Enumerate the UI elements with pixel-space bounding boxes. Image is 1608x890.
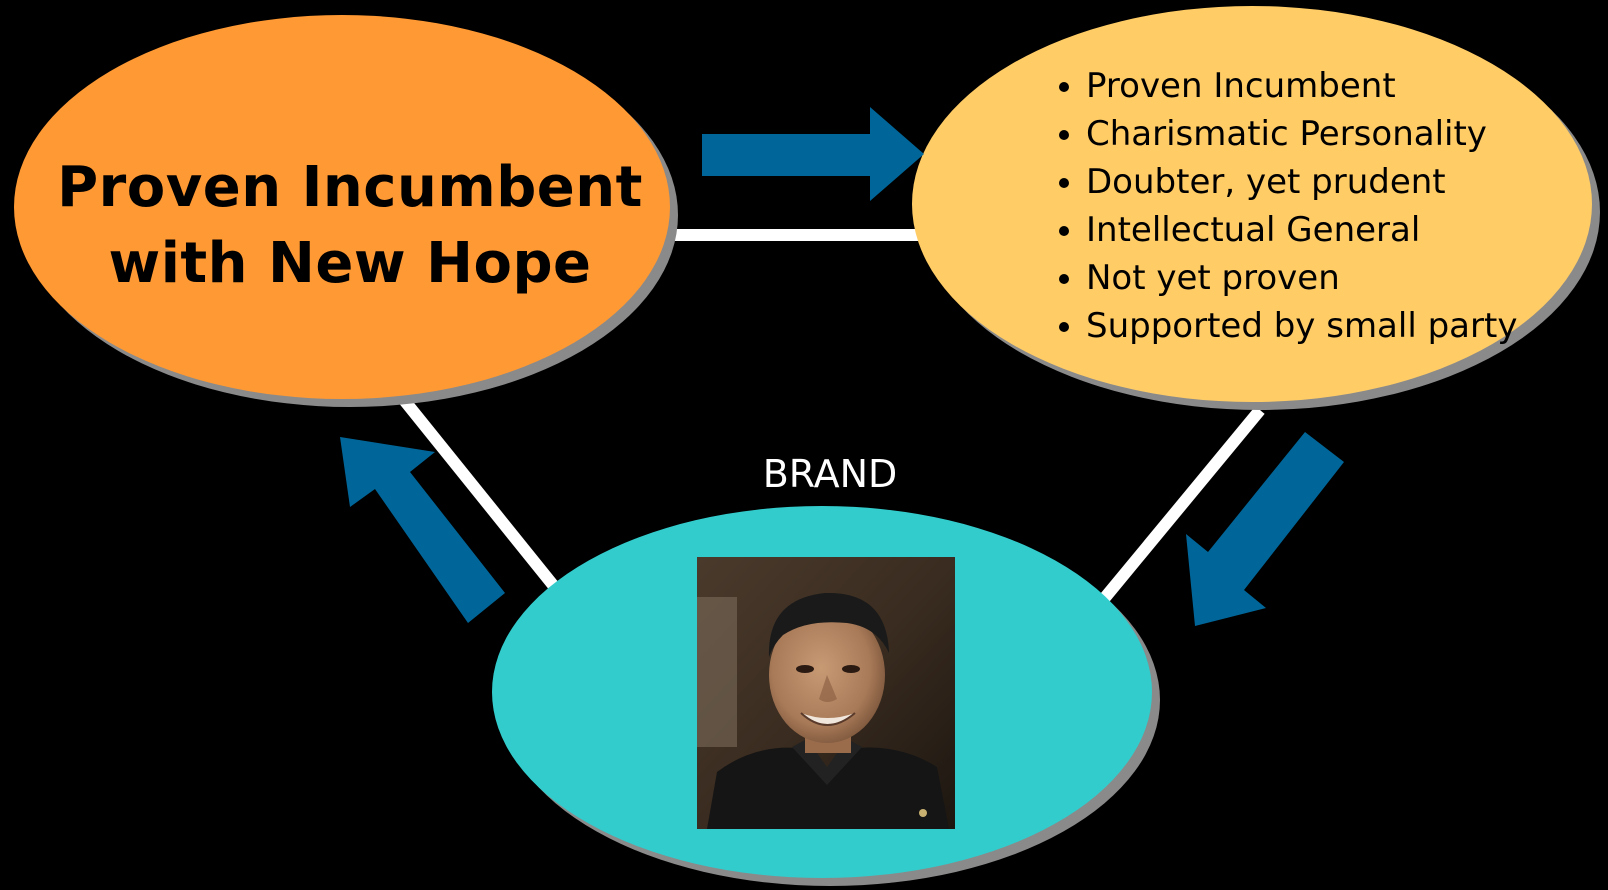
connector-slogan-brand <box>395 391 562 594</box>
shirt-shape <box>707 747 949 829</box>
slogan-line-1: Proven Incumbent <box>57 155 643 220</box>
photo-background-light <box>697 597 737 747</box>
slogan-ellipse <box>14 15 670 399</box>
smile-outline <box>800 712 856 726</box>
attribute-item: Proven Incumbent <box>1086 62 1606 110</box>
arrow-down-left-icon <box>1186 432 1344 626</box>
attribute-item: Intellectual General <box>1086 206 1606 254</box>
brand-label: BRAND <box>762 452 898 496</box>
attribute-item: Charismatic Personality <box>1086 110 1606 158</box>
slogan-line-2: with New Hope <box>108 231 592 296</box>
portrait-photo <box>697 557 955 829</box>
attributes-ellipse <box>912 6 1592 402</box>
attribute-item: Not yet proven <box>1086 254 1606 302</box>
hair-shape <box>768 592 889 657</box>
right-eye <box>842 665 860 673</box>
arrow-up-left-icon <box>340 437 505 623</box>
attribute-item: Supported by small party <box>1086 302 1606 350</box>
lapel-pin <box>919 809 927 817</box>
connector-attributes-brand <box>1098 406 1265 604</box>
nose-shape <box>819 675 837 702</box>
left-eye <box>796 665 814 673</box>
attribute-item: Doubter, yet prudent <box>1086 158 1606 206</box>
arrow-right-icon <box>702 107 924 201</box>
slogan-title: Proven Incumbent with New Hope <box>40 150 660 302</box>
attribute-list: Proven Incumbent Charismatic Personality… <box>1050 62 1606 350</box>
